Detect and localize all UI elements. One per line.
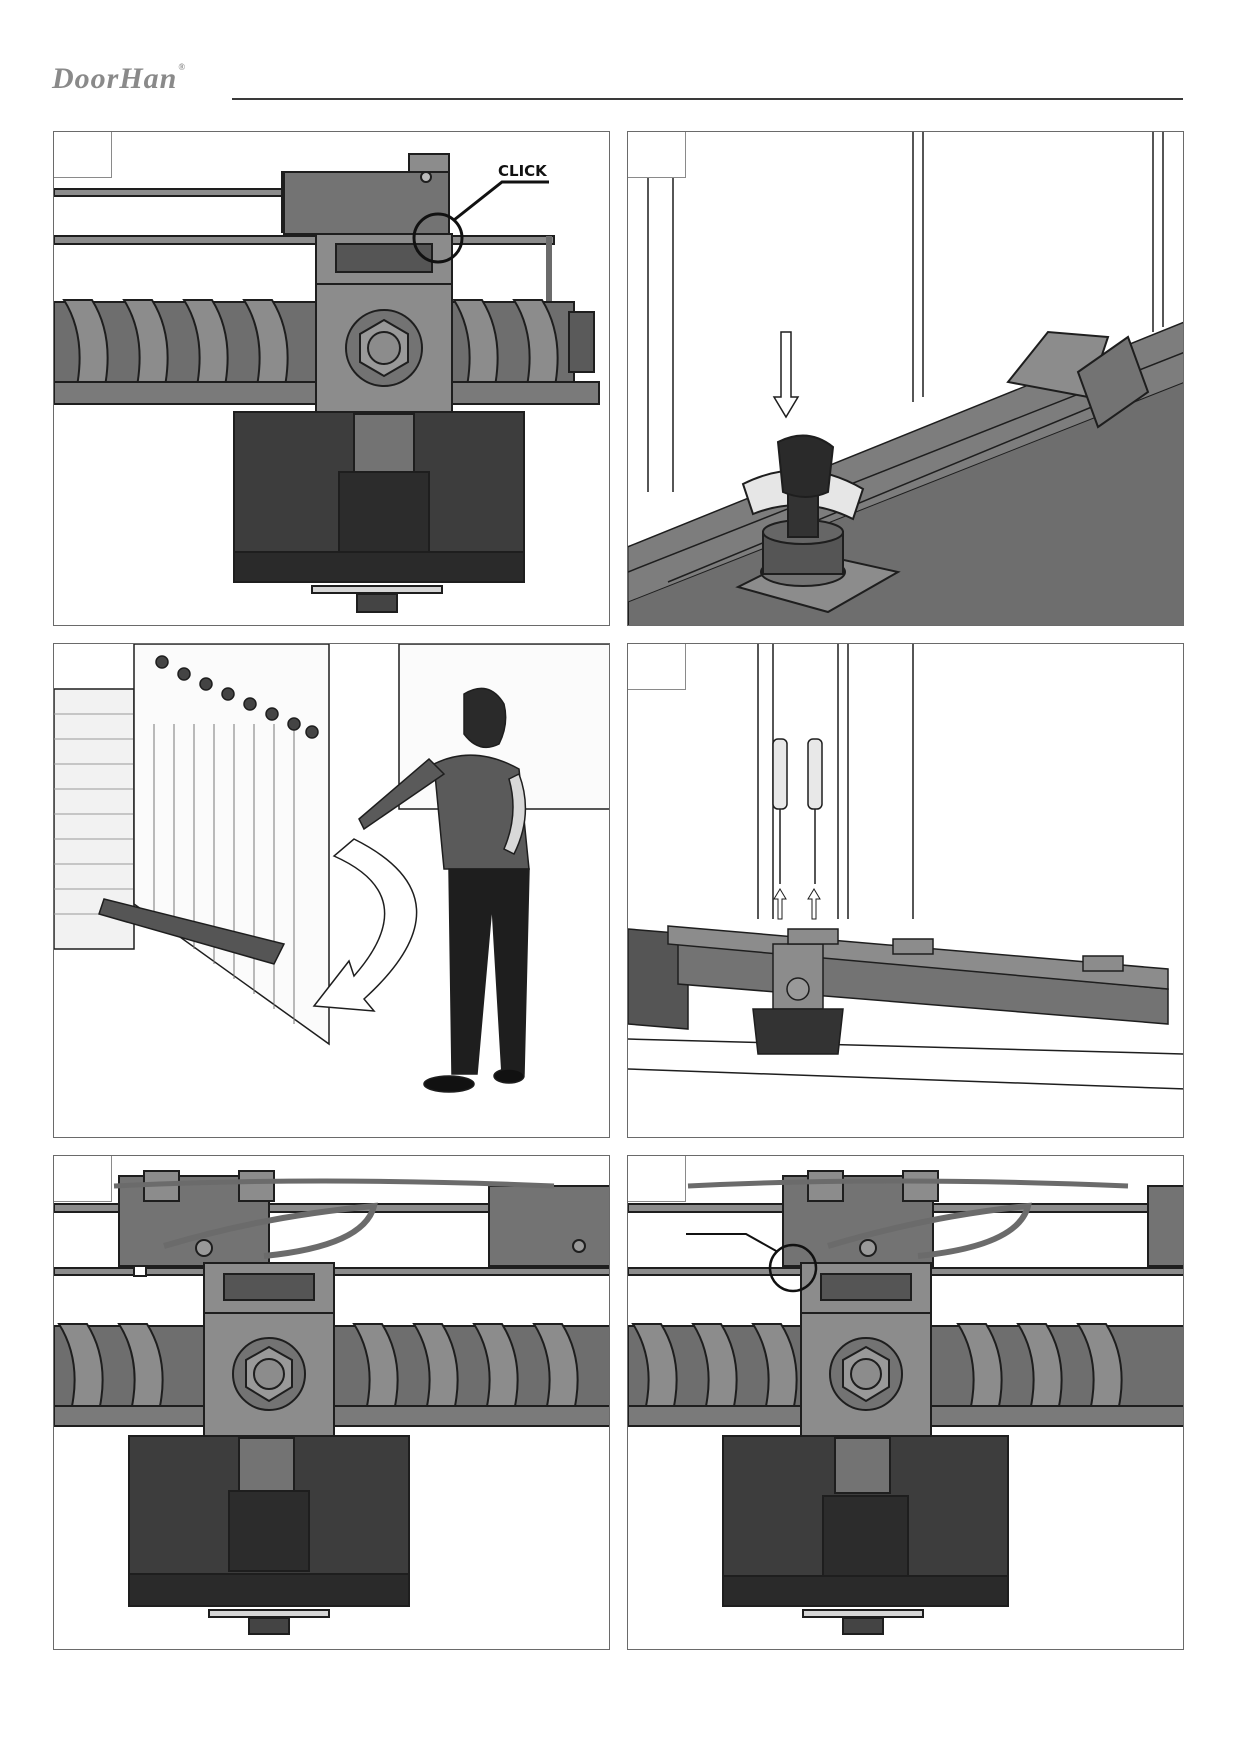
panel-5-illustration	[54, 1170, 609, 1635]
panel-3-manual-open-gate	[53, 643, 610, 1138]
panel-4-illustration	[628, 644, 1183, 1090]
click-callout-label: CLICK	[498, 162, 548, 180]
panel-1-illustration: CLICK	[54, 153, 600, 613]
panel-2-illustration	[628, 132, 1183, 625]
panel-3-illustration	[54, 644, 609, 1093]
step-tab	[54, 132, 112, 178]
step-tab	[628, 132, 686, 178]
header-rule	[232, 98, 1183, 100]
brand-logo: DoorHan®	[52, 62, 186, 96]
brand-name: DoorHan	[52, 62, 178, 95]
panel-2-key-release	[627, 131, 1184, 626]
step-tab	[628, 644, 686, 690]
registered-mark: ®	[178, 62, 187, 72]
step-tab	[628, 1156, 686, 1202]
step-tab	[54, 1156, 112, 1202]
panel-6-carriage-engaged	[627, 1155, 1184, 1650]
panel-4-adjust-limit-switches	[627, 643, 1184, 1138]
panel-1-limit-switch-click: CLICK	[53, 131, 610, 626]
panel-6-illustration	[628, 1170, 1183, 1635]
panel-5-carriage-open	[53, 1155, 610, 1650]
